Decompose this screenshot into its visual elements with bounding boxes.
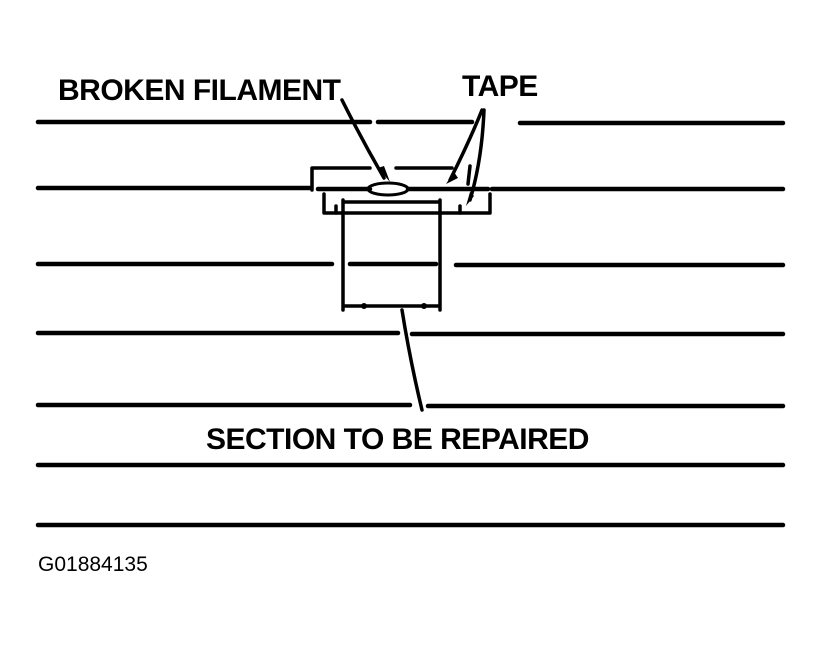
broken-filament-label: BROKEN FILAMENT	[58, 74, 341, 107]
tape-label: TAPE	[462, 70, 538, 103]
broken-filament-arrowhead	[378, 166, 390, 182]
tape-leader-lower	[468, 108, 486, 202]
broken-filament-spot	[366, 181, 410, 197]
broken-filament-leader	[340, 98, 386, 180]
tape-arrowhead-upper	[446, 172, 458, 184]
upper-tape-strip	[310, 166, 454, 192]
heater-grid-lines	[35, 119, 786, 528]
tape-arrowhead-lower	[466, 192, 474, 206]
figure-code: G01884135	[38, 553, 148, 576]
section-to-be-repaired-label: SECTION TO BE REPAIRED	[206, 423, 589, 456]
width-marker-left	[361, 303, 367, 309]
width-marker-right	[421, 303, 427, 309]
leader-lines	[340, 98, 486, 412]
section-leader	[400, 308, 424, 412]
tape-strips	[310, 164, 492, 215]
repair-section-outline	[341, 198, 442, 312]
upper-tape-right-edge	[466, 164, 472, 186]
lower-tape-strip	[322, 192, 492, 215]
